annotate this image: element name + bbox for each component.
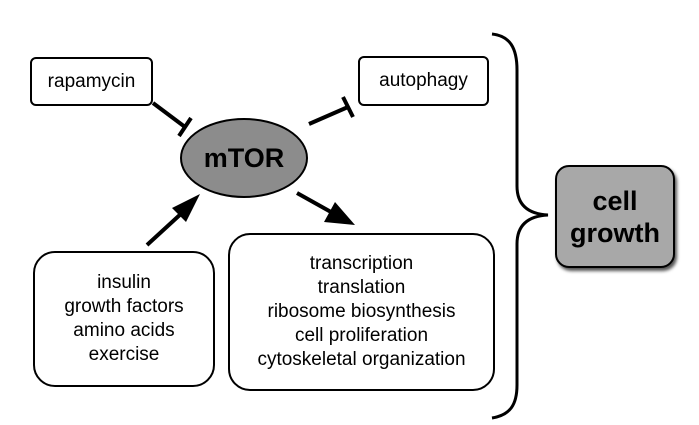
output-item: cytoskeletal organization: [257, 349, 466, 370]
mtor-label: mTOR: [203, 142, 285, 173]
rapamycin-inhibition-edge: [151, 101, 193, 138]
output-item: transcription: [309, 253, 414, 274]
rapamycin-label: rapamycin: [47, 70, 136, 92]
cell-growth-brace: [491, 32, 549, 420]
cell-growth-box: cell growth: [555, 165, 675, 268]
cell-growth-label-line: cell: [592, 185, 638, 216]
inputs-box: insulin growth factors amino acids exerc…: [33, 251, 215, 387]
rapamycin-box: rapamycin: [30, 57, 153, 106]
input-item: growth factors: [64, 296, 184, 317]
output-item: ribosome biosynthesis: [267, 301, 456, 322]
output-item: translation: [317, 277, 406, 298]
mtor-node: mTOR: [180, 118, 308, 198]
outputs-activation-edge: [296, 191, 355, 225]
output-item: cell proliferation: [294, 325, 429, 346]
autophagy-inhibition-edge: [308, 96, 355, 126]
outputs-box: transcription translation ribosome biosy…: [228, 233, 495, 391]
mtor-ellipse: [180, 118, 308, 198]
input-item: insulin: [97, 272, 151, 293]
inputs-activation-edge: [145, 194, 200, 247]
input-item: amino acids: [73, 320, 175, 341]
autophagy-label: autophagy: [379, 70, 468, 91]
input-item: exercise: [88, 344, 160, 365]
cell-growth-label-line: growth: [570, 217, 660, 248]
autophagy-box: autophagy: [358, 56, 489, 106]
